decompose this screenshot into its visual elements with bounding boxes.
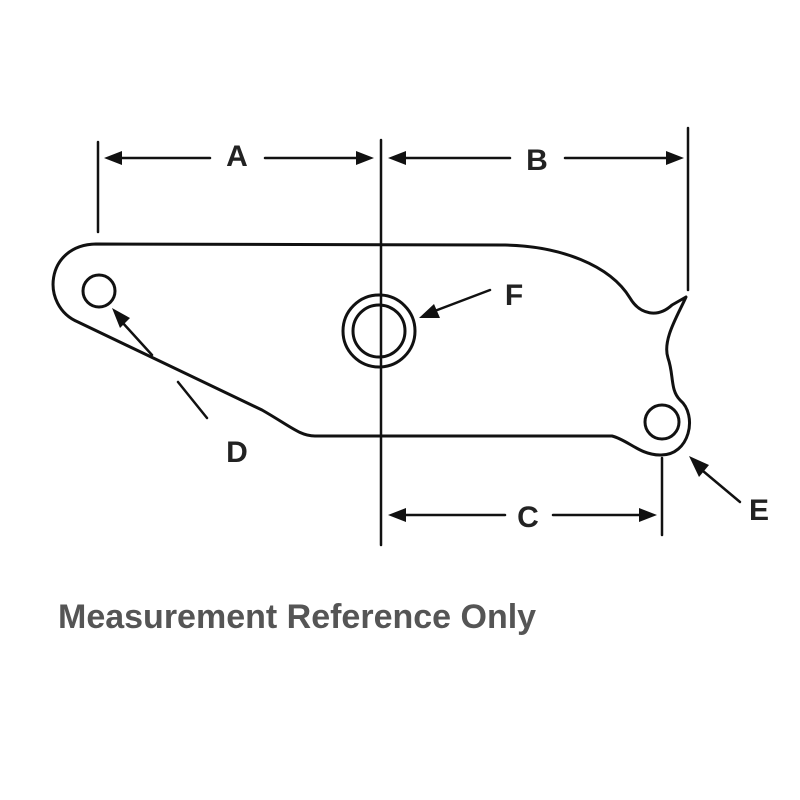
- leader-d: D: [112, 308, 248, 469]
- dimension-b-arrow-left: [388, 151, 406, 165]
- bracket-outline: [51, 242, 691, 457]
- caption: Measurement Reference Only: [58, 598, 537, 636]
- dimension-c-arrow-right: [639, 508, 657, 522]
- right-hole: [643, 403, 681, 441]
- dimension-a-arrow-left: [104, 151, 122, 165]
- center-bushing-outer: [341, 293, 417, 369]
- dimension-a-arrow-right: [356, 151, 374, 165]
- label-c: C: [517, 501, 539, 534]
- label-e: E: [749, 494, 769, 527]
- leader-f: F: [419, 279, 523, 318]
- label-f: F: [505, 279, 523, 312]
- dimension-c: C: [388, 501, 657, 534]
- leader-e-arrow: [689, 456, 709, 477]
- dimension-b: B: [388, 144, 684, 177]
- leader-f-arrow: [419, 304, 440, 318]
- dimension-b-arrow-right: [666, 151, 684, 165]
- dimension-c-arrow-left: [388, 508, 406, 522]
- label-b: B: [526, 144, 548, 177]
- left-hole: [81, 273, 117, 309]
- dimension-a: A: [104, 140, 374, 173]
- center-bushing-inner: [351, 303, 407, 359]
- label-a: A: [226, 140, 248, 173]
- leader-e: E: [689, 456, 769, 527]
- leader-d-arrow: [112, 308, 130, 328]
- label-d: D: [226, 436, 248, 469]
